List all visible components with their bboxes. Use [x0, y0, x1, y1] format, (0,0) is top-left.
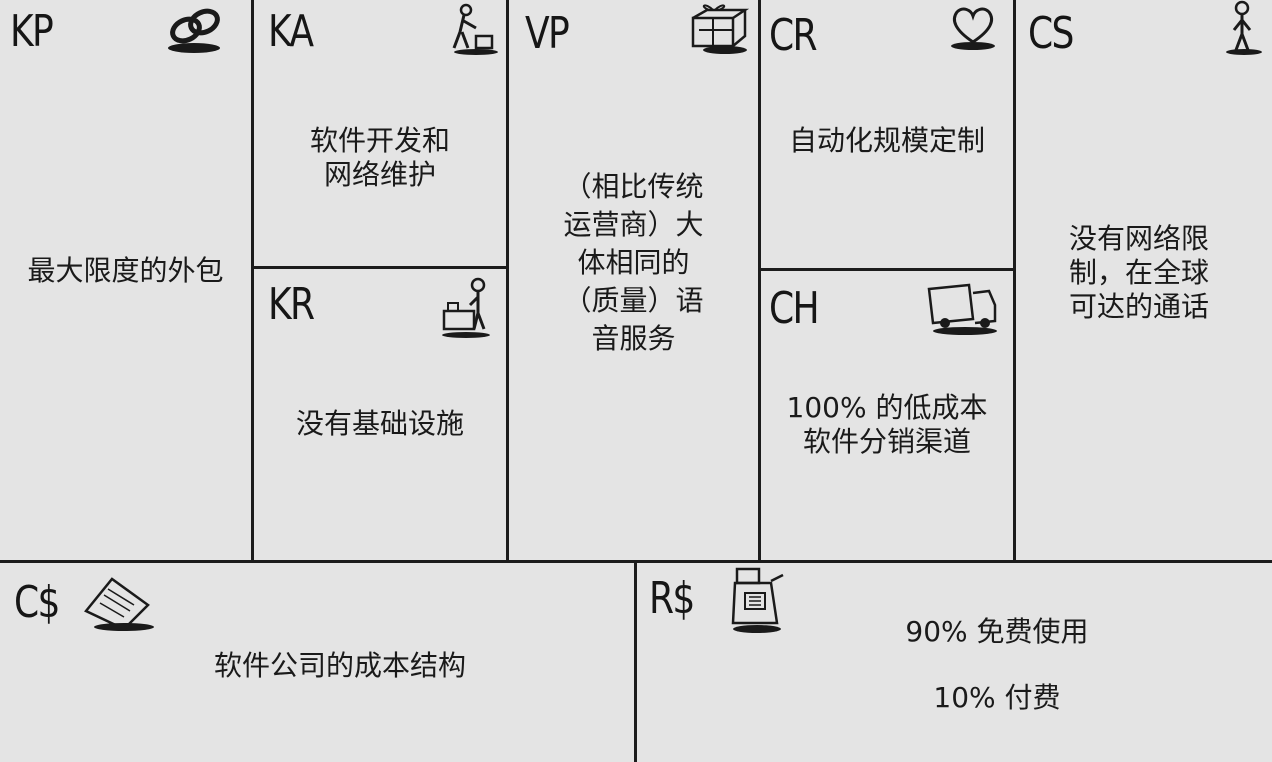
block-code-ch: CH	[769, 283, 820, 334]
block-code-vp: VP	[525, 8, 570, 59]
divider-cost-revenue	[634, 562, 637, 762]
worker-icon	[452, 3, 498, 55]
customer-segments-block: CS 没有网络限 制，在全球 可达的通话	[1016, 0, 1272, 560]
heart-icon	[951, 7, 995, 50]
delivery-truck-icon	[927, 283, 997, 335]
divider-ka-vp	[506, 0, 509, 563]
kp-text: 最大限度的外包	[27, 254, 224, 287]
divider-cr-ch	[760, 268, 1015, 271]
cost-text: 软件公司的成本结构	[213, 649, 466, 682]
cost-structure-block: C$ 软件公司的成本结构	[0, 563, 634, 762]
chain-link-icon	[168, 8, 220, 53]
block-code-cs: CS	[1028, 8, 1074, 59]
factory-worker-icon	[442, 277, 490, 338]
cr-text: 自动化规模定制	[788, 124, 985, 157]
vp-text: （相比传统 运营商）大 体相同的 （质量）语 音服务	[563, 170, 704, 355]
ka-text: 软件开发和 网络维护	[309, 124, 450, 191]
key-activities-block: KA 软件开发和 网络维护	[254, 0, 506, 266]
gift-box-icon	[691, 4, 750, 54]
divider-cr-cs	[1013, 0, 1016, 563]
cs-text: 没有网络限 制，在全球 可达的通话	[1068, 222, 1209, 323]
channels-block: CH 100% 的低成本 软件分销渠道	[761, 271, 1013, 560]
ch-text: 100% 的低成本 软件分销渠道	[786, 391, 988, 458]
revenue-text-free: 90% 免费使用	[905, 615, 1089, 648]
customer-relationships-block: CR 自动化规模定制	[761, 0, 1013, 268]
value-propositions-block: VP （相比传统 运营商）大 体相同的 （质量）语 音服务	[509, 0, 758, 560]
revenue-text-paid: 10% 付费	[933, 681, 1061, 714]
divider-kp-ka	[251, 0, 254, 563]
block-code-cost: C$	[14, 577, 61, 628]
block-code-ka: KA	[268, 6, 314, 57]
divider-top-bottom	[0, 560, 1272, 563]
divider-ka-kr	[253, 266, 508, 269]
block-code-revenue: R$	[649, 573, 695, 624]
person-icon	[1226, 0, 1262, 55]
cash-register-icon	[731, 567, 784, 633]
revenue-streams-block: R$ 90% 免费使用 10% 付费	[637, 563, 1272, 762]
block-code-kr: KR	[268, 279, 315, 330]
divider-vp-cr	[758, 0, 761, 563]
receipt-icon	[84, 577, 154, 631]
kr-text: 没有基础设施	[295, 407, 464, 440]
key-resources-block: KR 没有基础设施	[254, 269, 506, 560]
block-code-kp: KP	[10, 6, 54, 57]
key-partners-block: KP 最大限度的外包	[0, 0, 251, 560]
block-code-cr: CR	[769, 10, 818, 61]
